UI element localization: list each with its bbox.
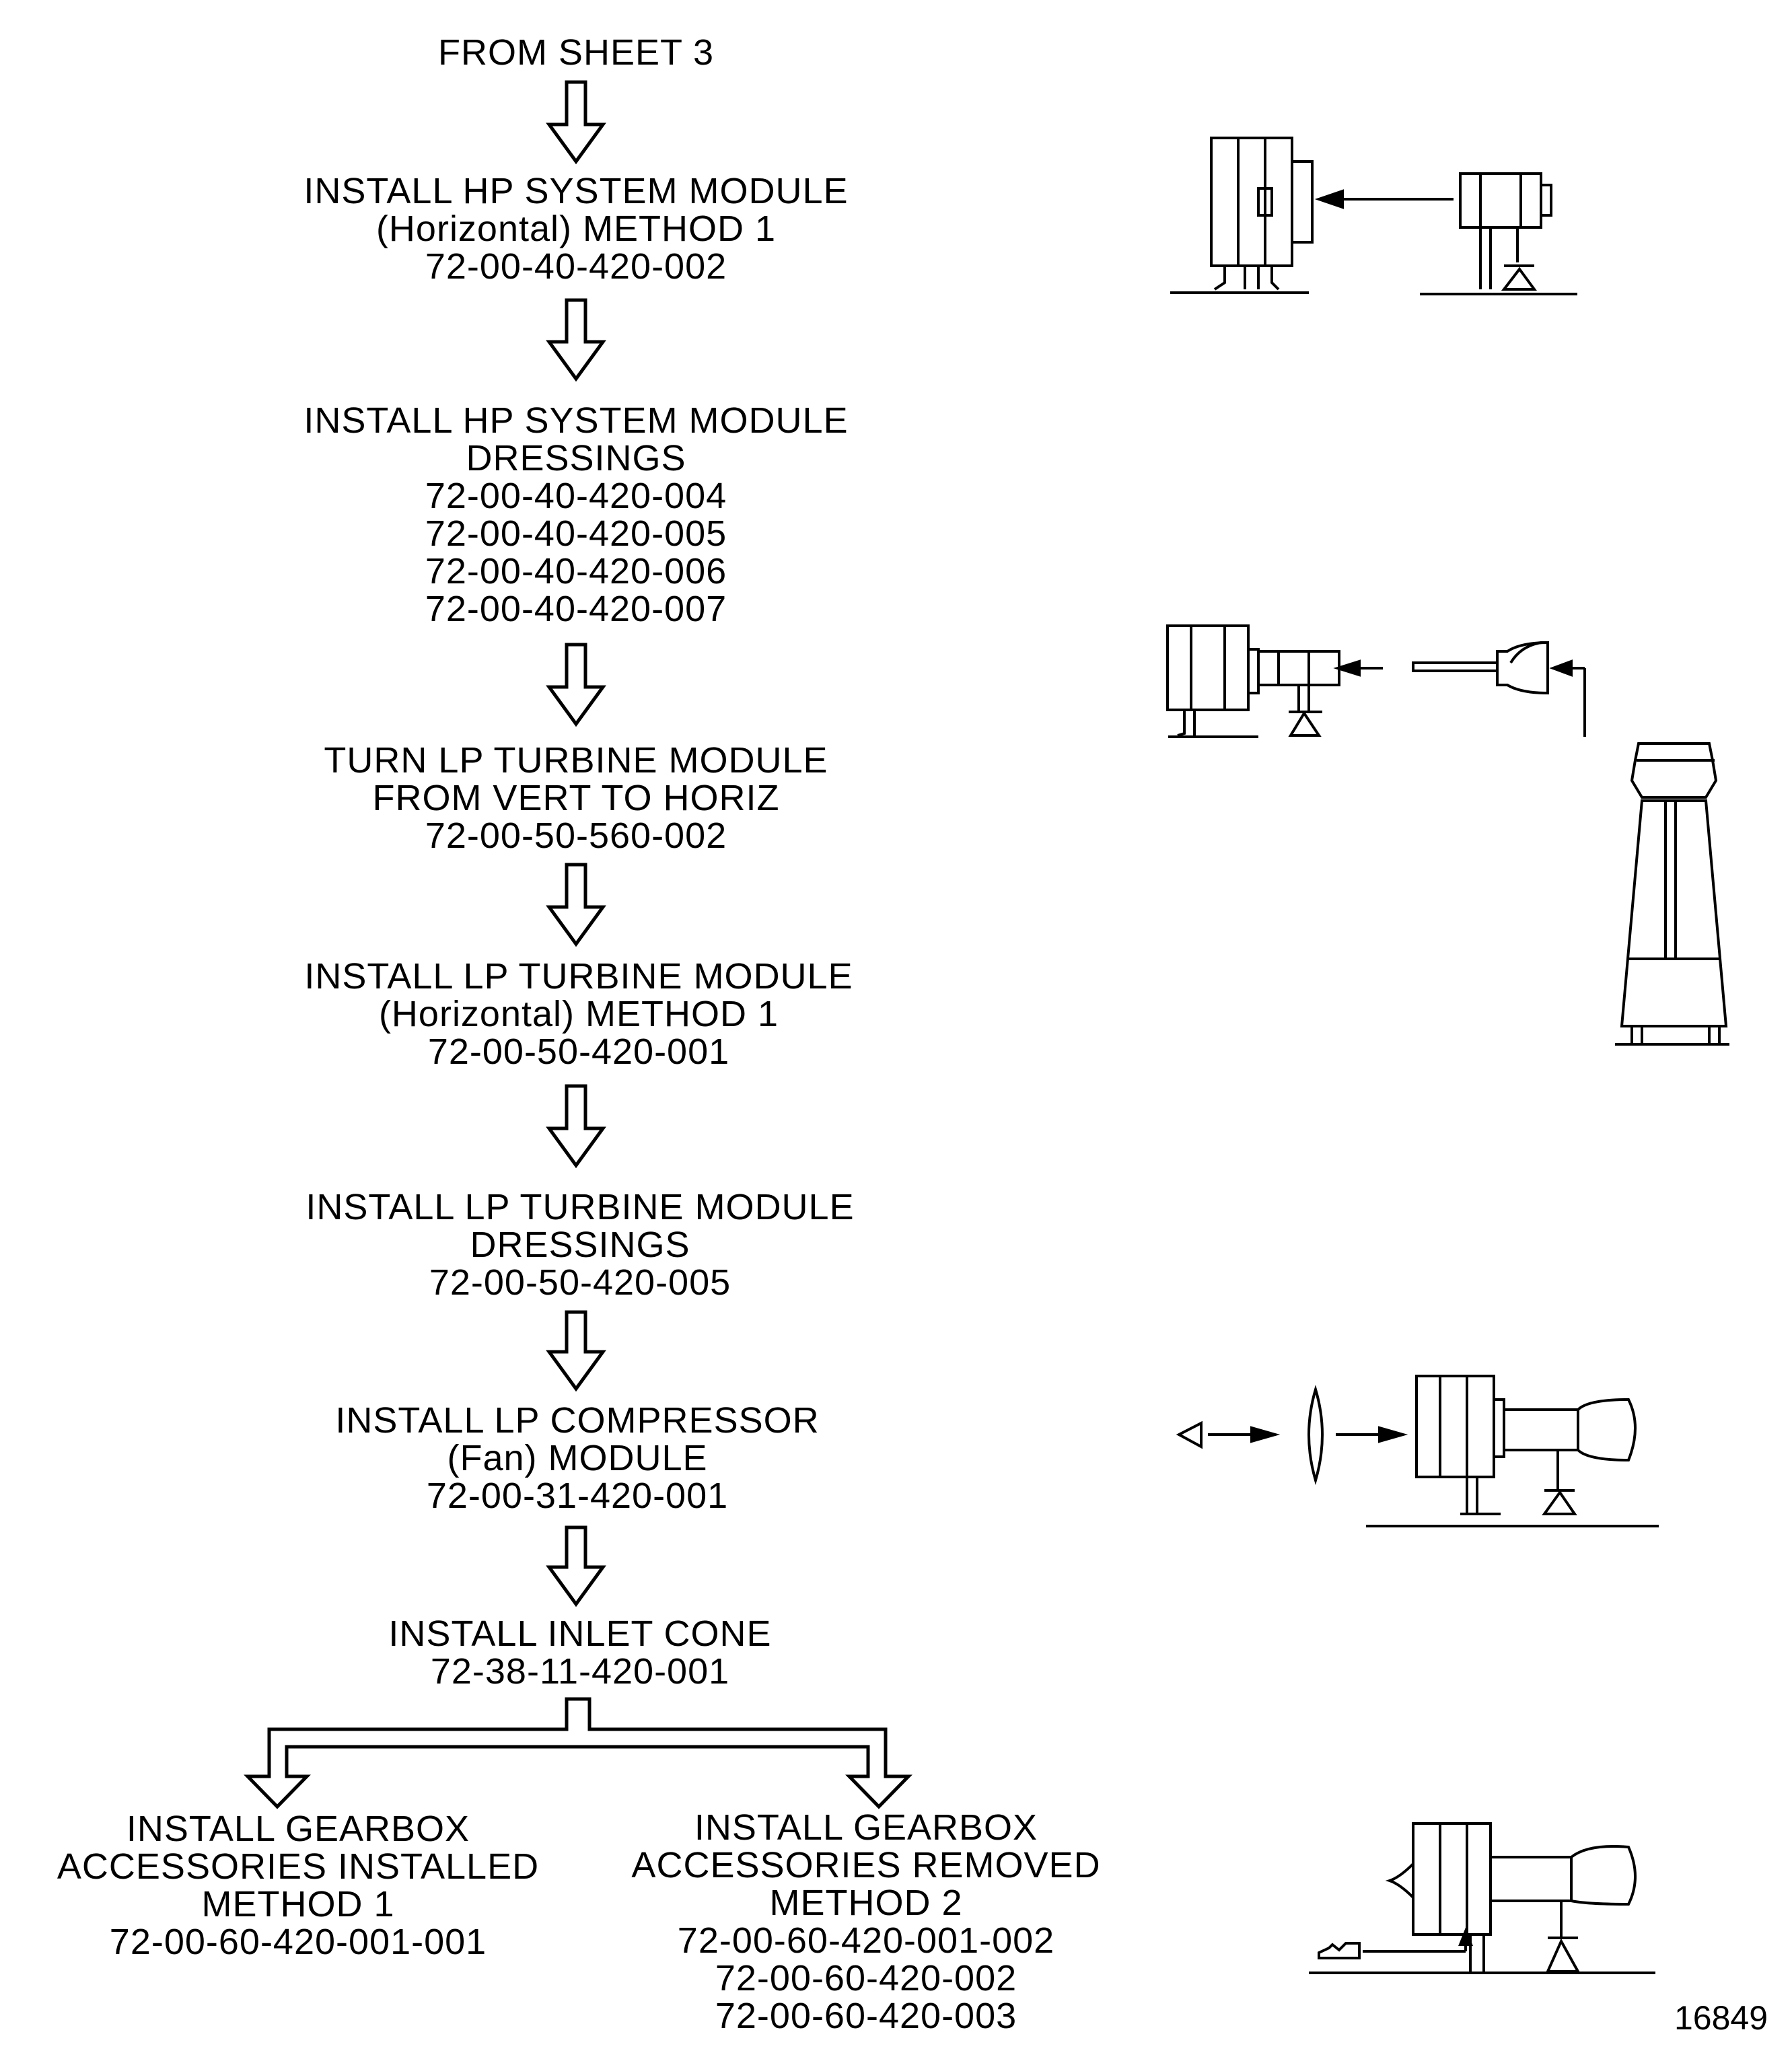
down-arrow-icon [546,863,606,947]
step-line: INSTALL LP TURBINE MODULE [306,1187,855,1227]
step-line: DRESSINGS [466,438,686,478]
step-line: 72-00-31-420-001 [426,1476,729,1516]
gearbox-install-illustration [1309,1822,1655,1974]
step-install-lp-dressings: INSTALL LP TURBINE MODULE DRESSINGS 72-0… [306,1188,854,1301]
down-arrow-icon [546,1084,606,1169]
start-label: FROM SHEET 3 [437,32,715,73]
step-line: 72-00-40-420-002 [425,246,727,287]
step-line: TURN LP TURBINE MODULE [324,740,828,781]
branch-gearbox-method-1: INSTALL GEARBOX ACCESSORIES INSTALLED ME… [57,1810,539,1961]
step-line: 72-00-50-420-001 [427,1032,730,1072]
step-line: 72-00-60-420-002 [715,1958,1017,1998]
branch-gearbox-method-2: INSTALL GEARBOX ACCESSORIES REMOVED METH… [631,1809,1100,2035]
step-line: 72-38-11-420-001 [430,1651,730,1692]
step-line: ACCESSORIES INSTALLED [57,1846,540,1887]
step-turn-lp-turbine: TURN LP TURBINE MODULE FROM VERT TO HORI… [324,742,828,855]
step-line: ACCESSORIES REMOVED [631,1845,1101,1885]
step-line: 72-00-60-420-003 [715,1996,1017,2036]
step-install-lp-compressor: INSTALL LP COMPRESSOR (Fan) MODULE 72-00… [335,1402,819,1515]
step-line: (Fan) MODULE [447,1438,708,1478]
step-line: (Horizontal) METHOD 1 [375,209,777,249]
step-install-inlet-cone: INSTALL INLET CONE 72-38-11-420-001 [388,1615,771,1690]
down-arrow-icon [546,1525,606,1607]
step-line: INSTALL HP SYSTEM MODULE [303,400,849,441]
down-arrow-icon [546,80,606,165]
step-line: INSTALL GEARBOX [694,1807,1038,1848]
step-line: METHOD 2 [769,1883,963,1923]
step-line: (Horizontal) METHOD 1 [378,994,779,1034]
step-line: INSTALL GEARBOX [126,1809,470,1849]
step-install-lp-turbine: INSTALL LP TURBINE MODULE (Horizontal) M… [304,957,853,1071]
down-arrow-icon [546,1310,606,1392]
step-line: INSTALL LP TURBINE MODULE [304,956,853,997]
figure-number: 16849 [1674,1999,1768,2037]
step-line: 72-00-50-560-002 [425,816,727,856]
step-line: 72-00-40-420-004 [425,476,727,516]
step-line: 72-00-60-420-001-002 [677,1920,1055,1961]
step-line: METHOD 1 [201,1884,395,1924]
down-arrow-icon [546,643,606,727]
down-arrow-icon [546,298,606,382]
step-install-hp-dressings: INSTALL HP SYSTEM MODULE DRESSINGS 72-00… [303,402,848,628]
step-line: 72-00-50-420-005 [429,1262,731,1303]
step-line: FROM VERT TO HORIZ [372,778,780,818]
lp-compressor-install-illustration [1176,1375,1659,1527]
step-line: DRESSINGS [470,1225,690,1265]
flow-arrows [546,80,606,1607]
step-line: INSTALL INLET CONE [388,1614,772,1654]
step-line: 72-00-40-420-005 [425,513,727,554]
step-line: INSTALL LP COMPRESSOR [335,1400,820,1441]
step-line: 72-00-60-420-001-001 [109,1922,487,1962]
step-line: INSTALL HP SYSTEM MODULE [303,171,849,211]
step-install-hp-module: INSTALL HP SYSTEM MODULE (Horizontal) ME… [303,172,848,285]
lp-turbine-turn-illustration [1166,624,1729,1046]
hp-module-install-illustration [1170,137,1577,295]
step-line: 72-00-40-420-006 [425,551,727,591]
step-line: 72-00-40-420-007 [425,589,727,629]
branch-arrow [244,1697,912,1809]
